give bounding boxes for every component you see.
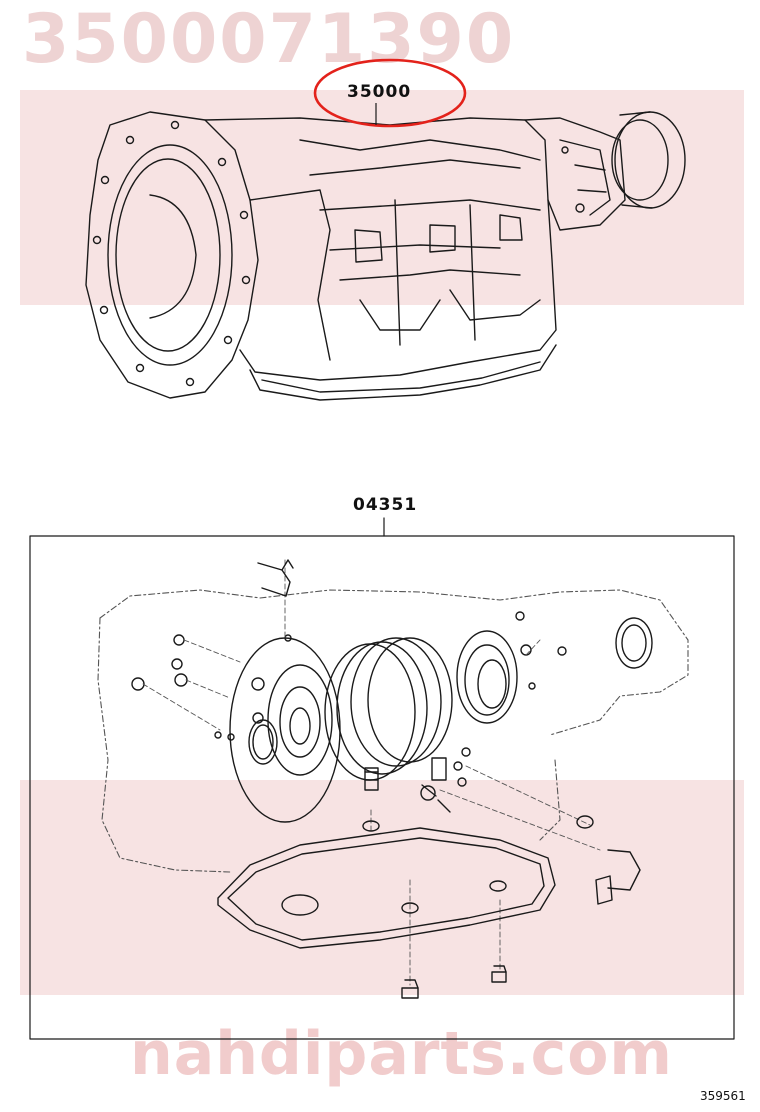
part-number-watermark: 3500071390 xyxy=(22,0,516,79)
gasket-kit-frame xyxy=(29,535,735,1040)
illustration-id: 359561 xyxy=(700,1089,746,1103)
case-phantom-outline xyxy=(97,589,689,873)
brand-url-watermark: nahdiparts.com xyxy=(130,1019,673,1089)
watermark-band-bottom xyxy=(20,780,744,995)
callout-35000[interactable]: 35000 xyxy=(347,82,412,102)
highlight-circle xyxy=(313,58,467,128)
transmission-assembly-illustration xyxy=(85,111,686,401)
callout-04351[interactable]: 04351 xyxy=(353,495,418,515)
